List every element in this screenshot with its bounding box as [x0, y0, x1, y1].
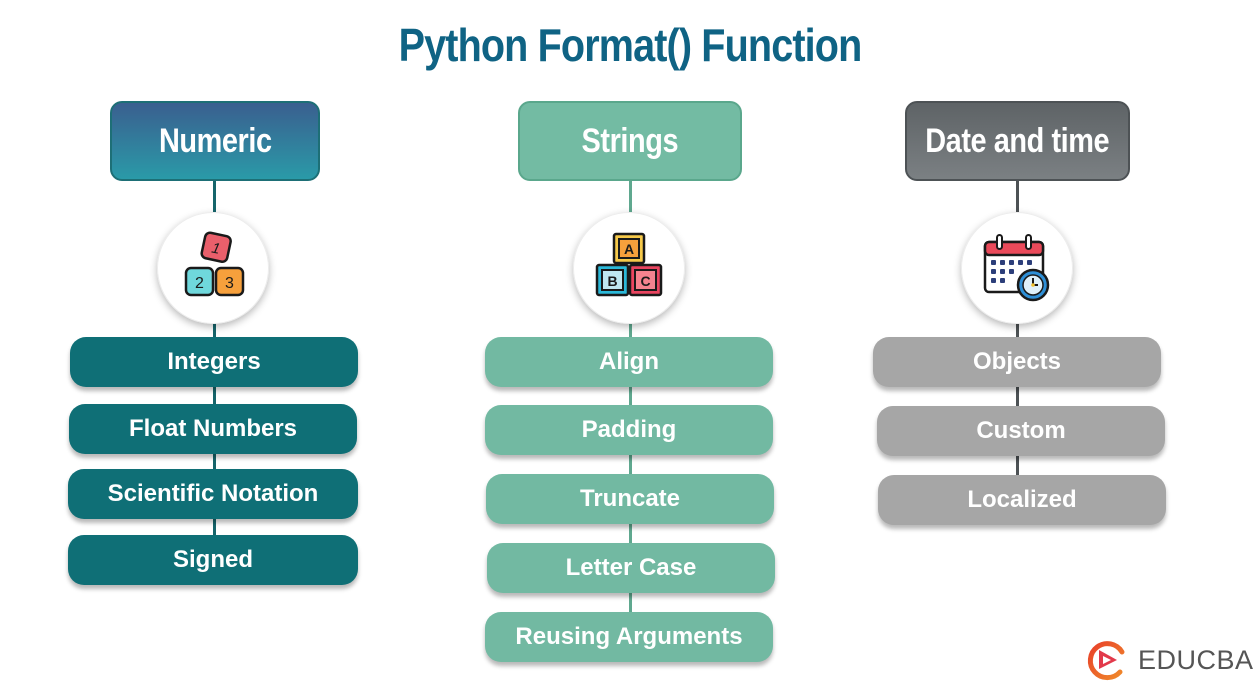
- numeric-header-label: Numeric: [158, 121, 272, 160]
- page-title: Python Format() Function: [398, 19, 863, 71]
- abc-blocks-icon: A B C: [595, 232, 663, 297]
- date-time-item-custom: Custom: [877, 406, 1165, 456]
- educba-logo: EDUCBA: [1084, 638, 1254, 682]
- strings-item-padding: Padding: [485, 405, 773, 455]
- numeric-item-integers: Integers: [70, 337, 358, 387]
- date-time-icon-circle: [961, 212, 1073, 324]
- svg-text:B: B: [607, 273, 617, 289]
- educba-play-logo-icon: [1087, 641, 1125, 681]
- date-time-item-localized: Localized: [878, 475, 1166, 525]
- svg-text:C: C: [640, 273, 650, 289]
- numeric-icon-circle: 1 2 3: [157, 212, 269, 324]
- date-time-item-objects: Objects: [873, 337, 1161, 387]
- date-time-header: Date and time: [905, 101, 1130, 181]
- strings-item-reusing-arguments: Reusing Arguments: [485, 612, 773, 662]
- date-time-header-label: Date and time: [925, 121, 1110, 160]
- strings-header: Strings: [518, 101, 742, 181]
- strings-header-label: Strings: [581, 121, 679, 160]
- svg-text:3: 3: [225, 275, 234, 292]
- numeric-item-scientific-notation: Scientific Notation: [68, 469, 358, 519]
- svg-text:2: 2: [195, 275, 204, 292]
- strings-item-letter-case: Letter Case: [487, 543, 775, 593]
- numeric-item-float-numbers: Float Numbers: [69, 404, 357, 454]
- educba-logo-text: EDUCBA: [1138, 644, 1254, 675]
- calendar-clock-icon: [983, 234, 1050, 302]
- svg-text:1: 1: [210, 240, 222, 258]
- numbered-blocks-icon: 1 2 3: [184, 231, 245, 297]
- strings-item-truncate: Truncate: [486, 474, 774, 524]
- strings-item-align: Align: [485, 337, 773, 387]
- numeric-item-signed: Signed: [68, 535, 358, 585]
- strings-icon-circle: A B C: [573, 212, 685, 324]
- numeric-header: Numeric: [110, 101, 320, 181]
- svg-text:A: A: [624, 241, 634, 257]
